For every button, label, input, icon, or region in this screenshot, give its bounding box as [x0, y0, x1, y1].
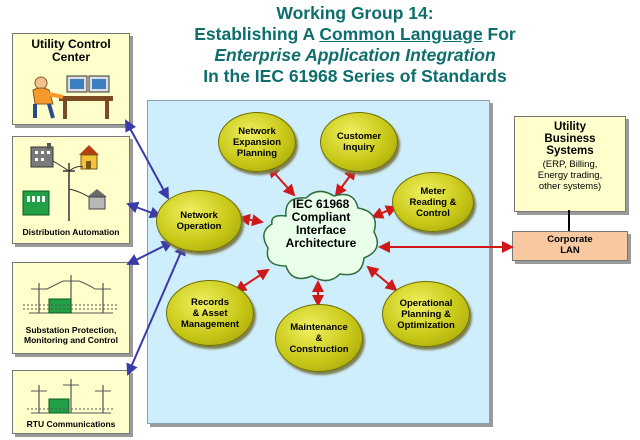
link-network-operation [238, 213, 264, 227]
rtu-icon [27, 379, 115, 414]
link-records-asset [234, 268, 270, 293]
link-control-center [125, 119, 169, 200]
distribution-automation-label: Distribution Automation [22, 227, 120, 237]
node-operational-planning-label: Operational Planning & Optimization [397, 297, 455, 331]
node-customer-inquiry-label: Customer Inquiry [336, 131, 382, 153]
link-network-expansion [267, 165, 296, 197]
node-maintenance-construction: Maintenance & Construction [275, 304, 363, 372]
control-operator-icon [32, 75, 113, 119]
business-lan-connector [568, 210, 570, 232]
node-meter-reading-label: Meter Reading & Control [409, 185, 457, 219]
node-network-operation-label: Network Operation [176, 210, 222, 232]
title-line-2: Establishing A Common Language For [194, 24, 516, 44]
link-rtu [126, 243, 186, 376]
substation-box: Substation Protection, Monitoring and Co… [12, 262, 130, 354]
node-operational-planning: Operational Planning & Optimization [382, 281, 470, 347]
utility-control-center-box: Utility Control Center [12, 33, 130, 125]
node-customer-inquiry: Customer Inquiry [320, 112, 398, 172]
node-maintenance-label: Maintenance & Construction [289, 321, 349, 355]
business-systems-title: Utility Business Systems [544, 121, 596, 157]
interface-architecture-cloud [263, 190, 379, 282]
distribution-grid-icon [22, 143, 107, 221]
node-network-operation: Network Operation [156, 190, 242, 252]
node-records-asset-management: Records & Asset Management [166, 280, 254, 346]
business-systems-subtitle: (ERP, Billing, Energy trading, other sys… [537, 159, 603, 192]
substation-icon [23, 275, 119, 314]
link-customer-inquiry [334, 167, 357, 197]
title-line-1: Working Group 14: [276, 3, 434, 23]
utility-business-systems-box: Utility Business Systems (ERP, Billing, … [514, 116, 626, 212]
rtu-box: RTU Communications [12, 370, 130, 434]
node-meter-reading-control: Meter Reading & Control [392, 172, 474, 232]
node-network-expansion-label: Network Expansion Planning [232, 125, 282, 159]
distribution-automation-box: Distribution Automation [12, 136, 130, 244]
title-line-3: Enterprise Application Integration [214, 45, 496, 65]
title-line-4: In the IEC 61968 Series of Standards [203, 66, 507, 86]
node-records-asset-label: Records & Asset Management [180, 296, 240, 330]
node-network-expansion-planning: Network Expansion Planning [218, 112, 296, 172]
cloud-label: IEC 61968 Compliant Interface Architectu… [285, 197, 357, 250]
corporate-lan-label: Corporate LAN [547, 234, 593, 256]
link-distribution [126, 201, 162, 219]
utility-control-center-label: Utility Control Center [31, 37, 111, 64]
rtu-label: RTU Communications [26, 419, 116, 429]
substation-label: Substation Protection, Monitoring and Co… [24, 325, 118, 345]
link-operational-planning [366, 265, 398, 292]
link-substation [126, 241, 174, 265]
